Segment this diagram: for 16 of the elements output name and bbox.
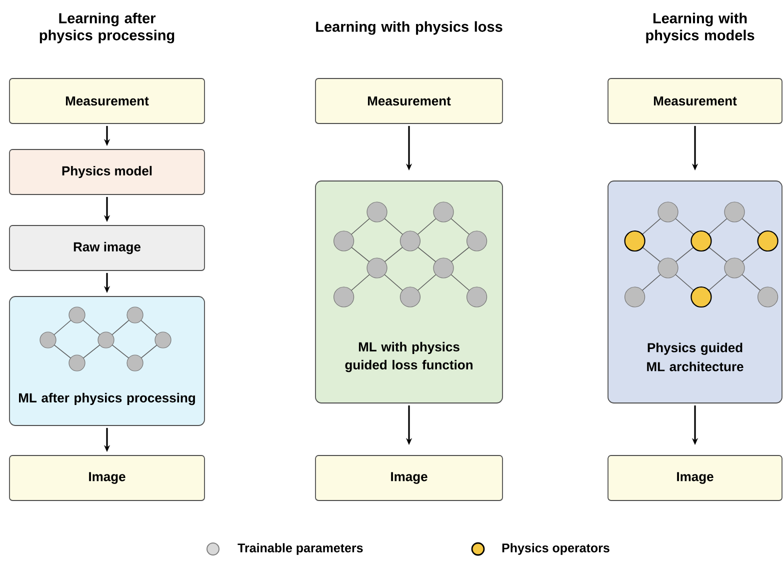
- process-box: Raw image: [9, 225, 205, 271]
- model-box: Physics guided ML architecture: [608, 180, 782, 404]
- legend-label: Physics operators: [502, 543, 610, 555]
- process-box: Image: [315, 455, 503, 501]
- process-box: Physics model: [9, 149, 205, 195]
- process-box: Image: [9, 455, 205, 501]
- model-box: ML after physics processing: [9, 296, 205, 426]
- column-heading: Learning with physics models: [646, 12, 754, 44]
- process-box: Image: [608, 455, 782, 501]
- legend-label: Trainable parameters: [238, 543, 363, 555]
- process-box: Measurement: [608, 78, 782, 124]
- column-heading: Learning with physics loss: [316, 21, 502, 35]
- process-box: Measurement: [315, 78, 503, 124]
- model-box: ML with physics guided loss function: [315, 180, 503, 404]
- column-heading: Learning after physics processing: [40, 12, 174, 44]
- process-box: Measurement: [9, 78, 205, 124]
